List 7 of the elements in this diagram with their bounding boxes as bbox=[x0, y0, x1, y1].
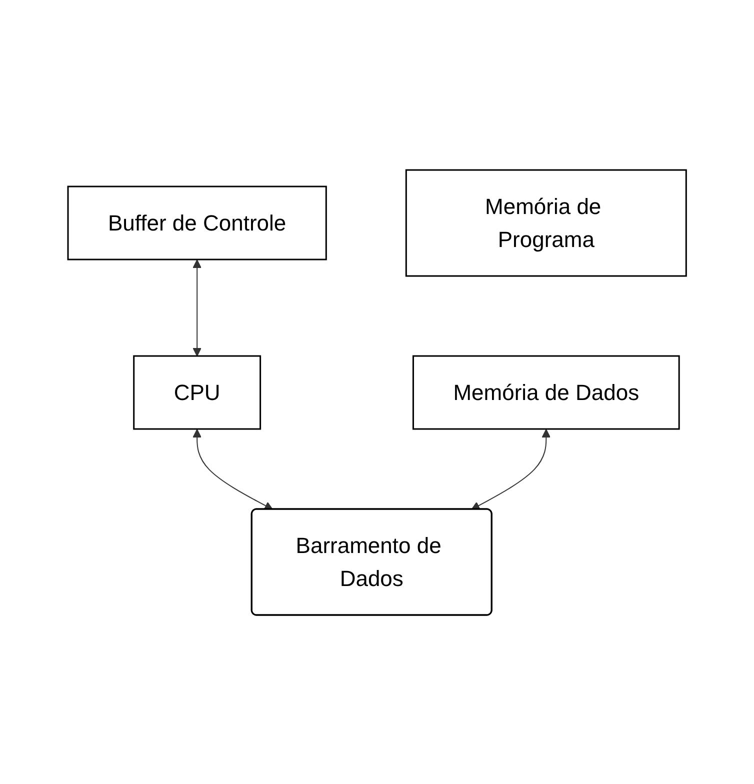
arrow bbox=[192, 259, 202, 356]
node-box: Memória de Programa bbox=[405, 168, 687, 276]
arrow bbox=[471, 428, 550, 510]
node-box: Memória de Dados bbox=[412, 354, 680, 430]
node-box: CPU bbox=[133, 354, 261, 430]
node-box: Buffer de Controle bbox=[67, 185, 327, 260]
arrow bbox=[192, 428, 273, 510]
